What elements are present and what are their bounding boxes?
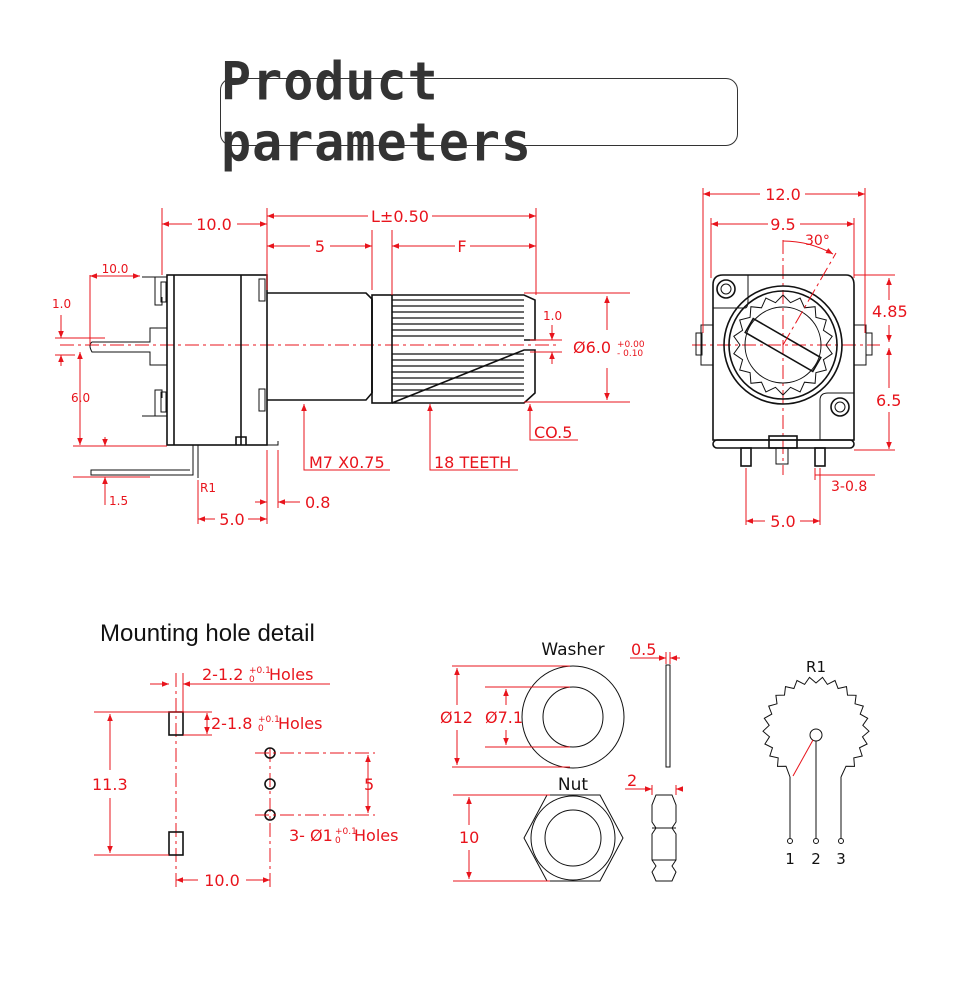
front-dimensions [702, 188, 895, 525]
dim-diameter: Ø6.0 [573, 338, 611, 357]
dim-r1-label: R1 [200, 481, 216, 495]
mounting-heading: Mounting hole detail [100, 620, 315, 647]
schematic-label: R1 [806, 658, 826, 676]
hole1-tol-low: 0 [249, 675, 255, 685]
dim-pin-spacing: 5 [364, 775, 374, 794]
hardware: Washer Ø12 Ø7.1 0.5 Nut 10 2 [440, 640, 683, 882]
dim-inner-width: 9.5 [770, 215, 795, 234]
dim-vertical: 11.3 [92, 775, 128, 794]
dim-top-height: 4.85 [872, 302, 908, 321]
dim-width: 12.0 [765, 185, 801, 204]
dim-top-offset: 1.0 [52, 297, 71, 311]
dim-bottom-height: 6.5 [876, 391, 901, 410]
resistor-zigzag [762, 676, 870, 778]
hole2-suffix: Holes [278, 714, 322, 733]
dim-chamfer: CO.5 [534, 423, 572, 442]
side-view: 10.0 L±0.50 5 F 10.0 1.0 6.0 1.5 R1 5.0 … [52, 207, 645, 529]
hole1-suffix: Holes [269, 665, 313, 684]
side-dimensions [55, 208, 630, 524]
dim-flange: 0.8 [305, 493, 330, 512]
washer-label: Washer [541, 640, 604, 660]
pin-holes-tol-low: 0 [335, 836, 341, 846]
front-view: 12.0 9.5 30° 4.85 6.5 3-0.8 5.0 [692, 185, 908, 531]
front-body [695, 274, 873, 467]
pin-label-2: 2 [811, 850, 821, 868]
knob-gear-teeth [733, 294, 833, 396]
dim-angle: 30° [805, 233, 830, 249]
hole1-label: 2-1.2 [202, 665, 243, 684]
dim-pins: 3-0.8 [831, 479, 867, 495]
dim-pin-height: 6.0 [71, 391, 90, 405]
nut-thick-dim: 2 [627, 771, 637, 790]
title-box: Product parameters [220, 51, 738, 173]
hole2-tol: +0.1 [258, 715, 280, 725]
mounting-detail: 2-1.2 +0.1 0 Holes 2-1.8 +0.1 0 Holes 11… [92, 665, 398, 890]
dim-horizontal: 10.0 [204, 871, 240, 890]
nut-size-dim: 10 [459, 828, 479, 847]
pin-holes-tol: +0.1 [335, 827, 357, 837]
pin-holes-label: 3- Ø1 [289, 826, 333, 845]
pin-label-3: 3 [836, 850, 846, 868]
page-title: Product parameters [221, 51, 533, 173]
side-knurled-shaft [391, 294, 536, 404]
side-body [89, 274, 279, 478]
dim-total-len: L±0.50 [371, 207, 429, 226]
dim-body-len: 10.0 [196, 215, 232, 234]
pin-holes-suffix: Holes [354, 826, 398, 845]
dim-bottom-span: 5.0 [219, 510, 244, 529]
dim-slot-width: 1.0 [543, 309, 562, 323]
washer-inner-dim: Ø7.1 [485, 708, 523, 727]
dim-pin-offset: 10.0 [102, 262, 129, 276]
dim-thread-len: 5 [315, 237, 325, 256]
dim-thread: M7 X0.75 [309, 453, 385, 472]
dim-tol-upper: +0.00 [617, 340, 645, 350]
dim-tol-lower: - 0.10 [617, 349, 643, 359]
dim-pin-base: 1.5 [109, 494, 128, 508]
hole2-label: 2-1.8 [211, 714, 252, 733]
nut-label: Nut [558, 775, 588, 795]
dim-shaft-f: F [457, 237, 466, 256]
dim-pin-span: 5.0 [770, 512, 795, 531]
washer-thick-dim: 0.5 [631, 640, 656, 659]
washer-outer-dim: Ø12 [440, 708, 473, 727]
hole2-tol-low: 0 [258, 724, 264, 734]
pin-label-1: 1 [785, 850, 795, 868]
side-thread [267, 292, 393, 404]
dim-teeth: 18 TEETH [434, 453, 511, 472]
hole1-tol: +0.1 [249, 666, 271, 676]
schematic: R1 1 2 3 [762, 658, 870, 868]
